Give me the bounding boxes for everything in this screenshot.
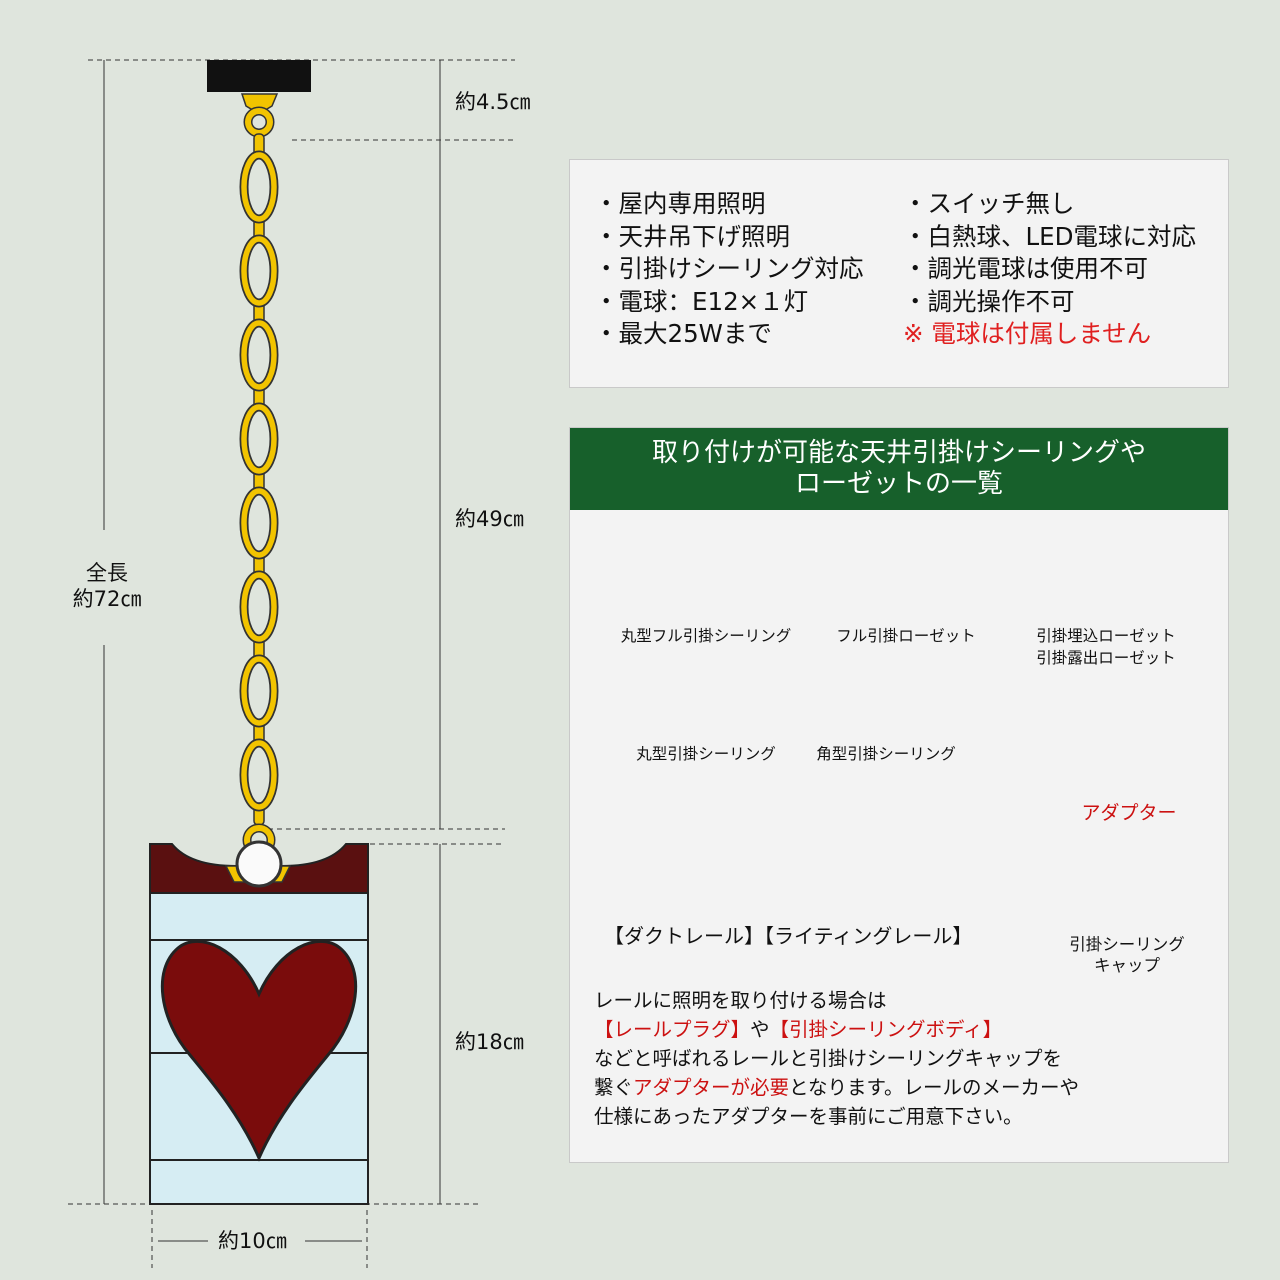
- ceiling-cap-label-line2: キャップ: [1094, 956, 1160, 975]
- canopy: [207, 60, 311, 92]
- note-line: などと呼ばれるレールと引掛けシーリングキャップを: [594, 1047, 1063, 1070]
- chain-link: [241, 404, 277, 474]
- compatible-fittings-panel: 取り付けが可能な天井引掛けシーリングや ローゼットの一覧: [569, 427, 1229, 1163]
- note-line: 繋ぐアダプターが必要となります。レールのメーカーや: [594, 1073, 1079, 1102]
- rail-note: レールに照明を取り付ける場合は 【レールプラグ】や【引掛シーリングボディ】 など…: [594, 986, 1079, 1131]
- chain-ring: [245, 108, 273, 136]
- spec-box: ・屋内専用照明 ・天井吊下げ照明 ・引掛けシーリング対応 ・電球：E12×１灯 …: [569, 159, 1229, 388]
- heart-motif: [160, 939, 358, 1162]
- chain-link: [241, 572, 277, 642]
- shade-dimension: 約18㎝: [455, 1030, 524, 1054]
- spec-item: ・天井吊下げ照明: [594, 221, 790, 251]
- chain: [239, 133, 279, 826]
- note-line: 【レールプラグ】や【引掛シーリングボディ】: [594, 1015, 1079, 1044]
- chain-link: [241, 656, 277, 726]
- note-ceiling-body: 【引掛シーリングボディ】: [769, 1018, 1003, 1041]
- adapter-label: アダプター: [1081, 802, 1177, 824]
- spec-item: ・白熱球、LED電球に対応: [903, 221, 1196, 251]
- spec-item: ・調光操作不可: [903, 286, 1075, 316]
- total-length-label: 全長: [86, 561, 128, 585]
- spec-item: ・電球：E12×１灯: [594, 286, 809, 316]
- chain-link: [241, 488, 277, 558]
- width-dimension: 約10㎝: [218, 1229, 287, 1253]
- note-rail-plug: 【レールプラグ】: [594, 1018, 751, 1041]
- ceiling-cap-label-line1: 引掛シーリング: [1069, 935, 1185, 954]
- note-rest: となります。レールのメーカーや: [789, 1076, 1079, 1099]
- chain-dimension: 約49㎝: [455, 507, 524, 531]
- panel-title-line1: 取り付けが可能な天井引掛けシーリングや: [651, 438, 1146, 468]
- note-line: 仕様にあったアダプターを事前にご用意下さい。: [594, 1105, 1023, 1128]
- caption-embedded-rosette: 引掛埋込ローゼット: [1036, 627, 1176, 645]
- chain-link: [241, 320, 277, 390]
- spec-item: ・引掛けシーリング対応: [594, 254, 864, 283]
- bulb: [235, 840, 283, 888]
- spec-item: ・最大25Wまで: [594, 319, 772, 348]
- note-adapter-required: アダプターが必要: [633, 1076, 790, 1099]
- lamp-shade: [149, 823, 369, 1205]
- panel-title: 取り付けが可能な天井引掛けシーリングや ローゼットの一覧: [570, 428, 1228, 510]
- chain-link: [241, 152, 277, 222]
- ceiling-cap-label: 引掛シーリング キャップ: [1051, 934, 1203, 976]
- spec-list-left: ・屋内専用照明 ・天井吊下げ照明 ・引掛けシーリング対応 ・電球：E12×１灯 …: [594, 188, 864, 351]
- total-length-value: 約72㎝: [72, 587, 142, 611]
- caption-full-rosette: フル引掛ローゼット: [836, 627, 976, 645]
- caption-square: 角型引掛シーリング: [816, 745, 956, 763]
- chain-link: [241, 740, 277, 810]
- note-connect: 繋ぐ: [594, 1076, 634, 1099]
- spec-list-right: ・スイッチ無し ・白熱球、LED電球に対応 ・調光電球は使用不可 ・調光操作不可…: [903, 188, 1196, 351]
- dimension-lines: [103, 60, 441, 1242]
- chain-link: [241, 236, 277, 306]
- top-dimension: 約4.5㎝: [455, 90, 531, 114]
- note-line: レールに照明を取り付ける場合は: [594, 989, 887, 1012]
- spec-item: ・スイッチ無し: [903, 189, 1075, 218]
- panel-title-line2: ローゼットの一覧: [794, 469, 1003, 499]
- caption-round-full: 丸型フル引掛シーリング: [620, 627, 792, 645]
- spec-item: ・調光電球は使用不可: [903, 254, 1148, 283]
- caption-round: 丸型引掛シーリング: [636, 745, 776, 763]
- caption-exposed-rosette: 引掛露出ローゼット: [1036, 649, 1176, 667]
- bulb-warning: ※ 電球は付属しません: [903, 319, 1152, 348]
- spec-item: ・屋内専用照明: [594, 189, 766, 218]
- rail-label: 【ダクトレール】【ライティングレール】: [604, 924, 973, 948]
- note-or: や: [750, 1018, 770, 1041]
- total-length: 全長 約72㎝: [52, 560, 162, 612]
- dimension-guides: [68, 59, 515, 1268]
